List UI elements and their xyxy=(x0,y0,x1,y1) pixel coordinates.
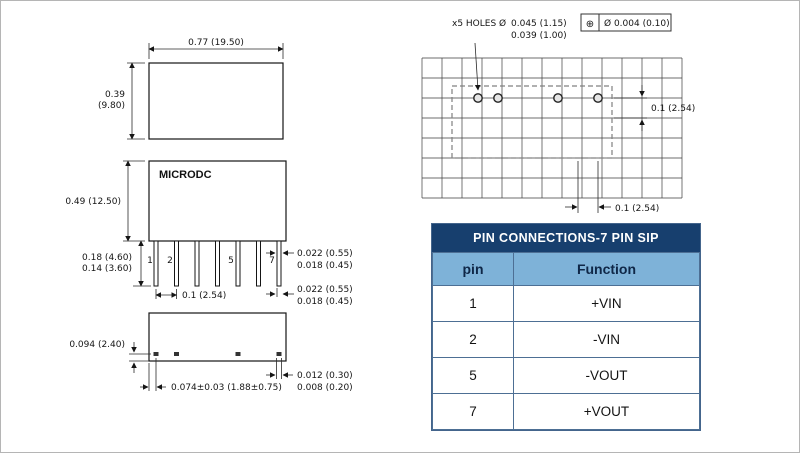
pin-1 xyxy=(153,240,159,287)
pin-connections-table: PIN CONNECTIONS-7 PIN SIP pin Function 1… xyxy=(431,223,701,431)
table-row: 1 +VIN xyxy=(432,285,700,322)
pin-cell: 1 xyxy=(432,285,514,322)
top-view-width-dim: 0.77 (19.50) xyxy=(188,38,244,48)
pin-4 xyxy=(215,240,220,287)
top-view-height-dim-2: (9.80) xyxy=(98,101,125,111)
brand-label: MICRODC xyxy=(159,169,212,181)
pin-2 xyxy=(174,240,179,287)
pin-number-7: 7 xyxy=(269,256,275,266)
bottom-view xyxy=(148,312,287,362)
function-column-header: Function xyxy=(513,252,700,286)
pad-7 xyxy=(276,352,282,356)
hole-1 xyxy=(473,93,483,103)
hole-dia-min: 0.039 (1.00) xyxy=(511,31,567,41)
pin-length-max: 0.18 (4.60) xyxy=(82,253,132,263)
pin-cell: 2 xyxy=(432,321,514,358)
hole-5 xyxy=(553,93,563,103)
front-view xyxy=(148,160,287,287)
pcb-grid xyxy=(421,57,683,199)
front-view-pins xyxy=(153,240,282,287)
bottom-view-outline xyxy=(148,312,287,362)
pin-width-min: 0.018 (0.45) xyxy=(297,261,353,271)
pad-width-min: 0.008 (0.20) xyxy=(297,383,353,393)
pin-cell: 5 xyxy=(432,357,514,394)
holes-note-prefix: x5 HOLES Ø xyxy=(452,18,506,29)
pcb-annotations xyxy=(474,42,647,213)
function-cell: +VIN xyxy=(513,285,700,322)
pitch-dim: 0.1 (2.54) xyxy=(182,291,226,301)
pad-offset-dim: 0.094 (2.40) xyxy=(69,340,125,350)
function-cell: -VIN xyxy=(513,321,700,358)
bottom-view-pads xyxy=(153,352,282,356)
body-height-dim: 0.49 (12.50) xyxy=(65,197,121,207)
function-cell: -VOUT xyxy=(513,357,700,394)
top-view-height-dim-1: 0.39 xyxy=(105,90,125,100)
pin-width-max: 0.022 (0.55) xyxy=(297,249,353,259)
pin-6 xyxy=(256,240,261,287)
pad-width-max: 0.012 (0.30) xyxy=(297,371,353,381)
table-row: 7 +VOUT xyxy=(432,393,700,430)
bottom-view-dimensions xyxy=(129,342,293,391)
hole-7 xyxy=(593,93,603,103)
hole-2 xyxy=(493,93,503,103)
pin-cell: 7 xyxy=(432,393,514,430)
top-view-outline xyxy=(148,62,284,140)
front-view-dimensions xyxy=(123,160,294,299)
pin-table-title: PIN CONNECTIONS-7 PIN SIP xyxy=(432,224,700,252)
pin-number-5: 5 xyxy=(228,256,234,266)
pin-table-header-row: pin Function xyxy=(432,252,700,286)
position-tolerance: Ø 0.004 (0.10) xyxy=(604,18,670,29)
top-view xyxy=(148,62,284,140)
table-row: 2 -VIN xyxy=(432,321,700,358)
pin-table-grid: pin Function 1 +VIN 2 -VIN 5 -VOUT 7 + xyxy=(432,252,700,430)
hole-dia-max: 0.045 (1.15) xyxy=(511,19,567,29)
package-outline-dashed xyxy=(451,85,613,159)
horizontal-pitch-dim: 0.1 (2.54) xyxy=(615,204,659,214)
pcb-holes xyxy=(473,93,603,103)
pin-7 xyxy=(276,240,282,287)
pin-thickness-min: 0.018 (0.45) xyxy=(297,297,353,307)
pad-2 xyxy=(174,352,179,356)
pin-column-header: pin xyxy=(432,252,514,286)
table-row: 5 -VOUT xyxy=(432,357,700,394)
pin-thickness-max: 0.022 (0.55) xyxy=(297,285,353,295)
pin-number-1: 1 xyxy=(147,256,153,266)
gdt-frame: ⊕ Ø 0.004 (0.10) xyxy=(580,13,672,32)
pin-5 xyxy=(235,240,241,287)
pad-1 xyxy=(153,352,159,356)
edge-to-pin-dim: 0.074±0.03 (1.88±0.75) xyxy=(171,383,282,393)
vertical-pitch-dim: 0.1 (2.54) xyxy=(651,104,695,114)
pin-3 xyxy=(194,240,200,287)
top-view-dimensions xyxy=(127,43,284,140)
front-view-outline xyxy=(148,160,287,242)
function-cell: +VOUT xyxy=(513,393,700,430)
position-symbol-icon: ⊕ xyxy=(586,19,594,30)
holes-callout-arrow xyxy=(474,42,481,91)
pad-5 xyxy=(235,352,241,356)
pin-length-min: 0.14 (3.60) xyxy=(82,264,132,274)
pin-number-2: 2 xyxy=(167,256,173,266)
